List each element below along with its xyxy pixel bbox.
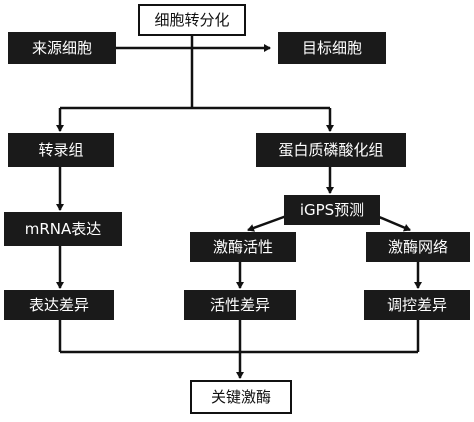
activity-diff-box: 活性差异: [184, 290, 296, 320]
phosphoproteome-box: 蛋白质磷酸化组: [256, 133, 406, 167]
title-box: 细胞转分化: [138, 4, 246, 36]
transcriptome-box: 转录组: [8, 133, 114, 167]
regulation-diff-box: 调控差异: [364, 290, 470, 320]
mrna-expression-box: mRNA表达: [4, 212, 122, 246]
kinase-activity-box: 激酶活性: [190, 232, 296, 262]
kinase-network-box: 激酶网络: [366, 232, 470, 262]
target-cell-box: 目标细胞: [278, 32, 386, 64]
key-kinase-box: 关键激酶: [190, 380, 292, 414]
source-cell-box: 来源细胞: [8, 32, 116, 64]
expression-diff-box: 表达差异: [4, 290, 114, 320]
igps-prediction-box: iGPS预测: [284, 195, 380, 225]
